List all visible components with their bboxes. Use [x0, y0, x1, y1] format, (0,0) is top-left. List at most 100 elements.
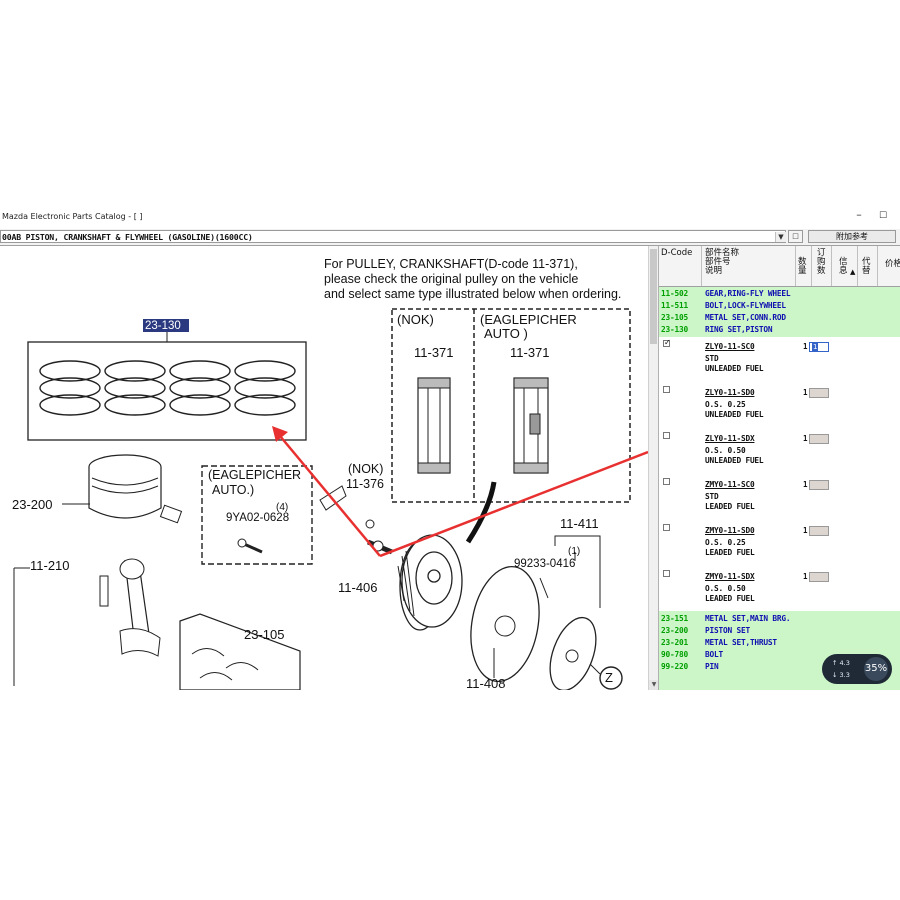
bolt-part-number[interactable]: 9YA02-0628	[226, 512, 290, 524]
order-qty-header: 订 购 数	[817, 248, 826, 276]
option-checkbox[interactable]	[663, 570, 670, 577]
related-parts-top	[659, 287, 900, 337]
ea-auto-label-2: AUTO.)	[212, 483, 255, 497]
option-checkbox[interactable]	[663, 386, 670, 393]
description-cell[interactable]: GEAR,RING-FLY WHEEL	[705, 289, 791, 298]
dcode-cell[interactable]: 90-780	[661, 650, 688, 659]
dcode-cell[interactable]: 23-200	[661, 626, 688, 635]
qty-value: 1	[803, 342, 808, 351]
part-number[interactable]: ZLY0-11-SD0	[705, 388, 755, 397]
bolt-qty: (4)	[276, 502, 289, 513]
info-header: 信 息	[839, 257, 848, 276]
nok-label: (NOK)	[397, 312, 434, 327]
prev-button[interactable]: □	[788, 230, 803, 243]
pin-part-number[interactable]: 99233-0416	[514, 558, 576, 570]
description-cell[interactable]: BOLT	[705, 650, 723, 659]
scrollbar-thumb[interactable]	[650, 249, 657, 344]
exploded-view-drawing	[13, 308, 648, 690]
flywheel-code[interactable]: 11-408	[466, 676, 506, 690]
option-spec: O.S. 0.50	[705, 584, 746, 593]
minimize-icon[interactable]: –	[856, 208, 862, 221]
description-cell[interactable]: PIN	[705, 662, 719, 671]
nok-376-label: (NOK)	[348, 462, 384, 476]
bearing-code[interactable]: 23-105	[244, 627, 285, 642]
qty-header: 数 量	[798, 257, 807, 276]
maximize-icon[interactable]: ☐	[878, 211, 888, 221]
option-checkbox[interactable]	[663, 478, 670, 485]
order-qty-input[interactable]	[809, 480, 829, 490]
dcode-cell[interactable]: 23-151	[661, 614, 688, 623]
part-number[interactable]: ZMY0-11-SDX	[705, 572, 755, 581]
dcode-cell[interactable]: 23-130	[661, 325, 688, 334]
order-qty-input[interactable]	[809, 526, 829, 536]
option-spec: STD	[705, 354, 719, 363]
ring-set-code[interactable]: 23-130	[145, 320, 181, 332]
qty-value: 1	[803, 480, 808, 489]
dcode-cell[interactable]: 11-502	[661, 289, 688, 298]
part-number[interactable]: ZLY0-11-SDX	[705, 434, 755, 443]
pulley-note-line-2: please check the original pulley on the …	[324, 272, 579, 286]
parts-diagram: For PULLEY, CRANKSHAFT(D-code 11-371), p…	[0, 246, 648, 690]
name-header: 部件名称 部件号 说明	[705, 248, 740, 276]
pulley-code-nok[interactable]: 11-371	[414, 345, 454, 360]
pulley-note-line-3: and select same type illustrated below w…	[324, 287, 622, 301]
ea-auto-label-1: (EAGLEPICHER	[208, 468, 302, 482]
chevron-down-icon[interactable]: ▼	[775, 232, 786, 242]
dcode-cell[interactable]: 23-105	[661, 313, 688, 322]
order-qty-input[interactable]	[809, 434, 829, 444]
order-qty-input[interactable]	[809, 572, 829, 582]
description-cell[interactable]: RING SET,PISTON	[705, 325, 773, 334]
option-checkbox[interactable]	[663, 432, 670, 439]
description-cell[interactable]: METAL SET,THRUST	[705, 638, 777, 647]
group-select-value: 00AB PISTON, CRANKSHAFT & FLYWHEEL (GASO…	[2, 232, 253, 242]
qty-value: 1	[803, 388, 808, 397]
dcode-header: D-Code	[661, 248, 693, 258]
scroll-down-icon[interactable]: ▼	[649, 680, 659, 690]
option-fuel: LEADED FUEL	[705, 548, 755, 557]
cpu-usage-indicator: 35%	[864, 657, 888, 681]
order-qty-input[interactable]: 1	[809, 342, 829, 352]
qty-value: 1	[803, 434, 808, 443]
upload-speed: ↑ 4.3	[832, 659, 850, 667]
description-cell[interactable]: PISTON SET	[705, 626, 750, 635]
piston-code[interactable]: 23-200	[12, 497, 53, 512]
toolbar: 00AB PISTON, CRANKSHAFT & FLYWHEEL (GASO…	[0, 229, 900, 246]
option-checkbox[interactable]: ✓	[663, 338, 671, 347]
parts-list-header: D-Code 部件名称 部件号 说明 数 量 订 购 数 信 息 ▲ 代 替 价…	[659, 246, 900, 287]
key-code[interactable]: 11-376	[346, 477, 384, 491]
qty-value: 1	[803, 526, 808, 535]
parts-list-panel: D-Code 部件名称 部件号 说明 数 量 订 购 数 信 息 ▲ 代 替 价…	[658, 246, 900, 690]
catalog-window: Mazda Electronic Parts Catalog - [ ] – ☐…	[0, 208, 900, 690]
window-title: Mazda Electronic Parts Catalog - [ ]	[2, 212, 143, 221]
info-sort-icon[interactable]: ▲	[850, 268, 856, 276]
part-number[interactable]: ZMY0-11-SC0	[705, 480, 755, 489]
description-cell[interactable]: METAL SET,MAIN BRG.	[705, 614, 791, 623]
option-spec: O.S. 0.50	[705, 446, 746, 455]
title-bar: Mazda Electronic Parts Catalog - [ ] – ☐	[0, 208, 900, 230]
part-number[interactable]: ZMY0-11-SD0	[705, 526, 755, 535]
ring-gear-code[interactable]: 11-411	[560, 516, 599, 531]
price-header: 价格	[885, 259, 900, 269]
option-spec: O.S. 0.25	[705, 400, 746, 409]
dcode-cell[interactable]: 99-220	[661, 662, 688, 671]
pin-qty: (1)	[568, 546, 581, 557]
dcode-cell[interactable]: 11-511	[661, 301, 688, 310]
dcode-cell[interactable]: 23-201	[661, 638, 688, 647]
part-number[interactable]: ZLY0-11-SC0	[705, 342, 755, 351]
bolt-code[interactable]: 11-406	[338, 580, 378, 595]
network-speed-widget[interactable]: ↑ 4.3 ↓ 3.3 35%	[822, 654, 892, 684]
option-fuel: LEADED FUEL	[705, 594, 755, 603]
description-cell[interactable]: BOLT,LOCK-FLYWHEEL	[705, 301, 786, 310]
description-cell[interactable]: METAL SET,CONN.ROD	[705, 313, 786, 322]
eaglepicher-auto-label: AUTO )	[484, 326, 528, 341]
pulley-note-line-1: For PULLEY, CRANKSHAFT(D-code 11-371),	[324, 257, 578, 271]
option-checkbox[interactable]	[663, 524, 670, 531]
diagram-scrollbar[interactable]: ▼	[648, 246, 659, 690]
conrod-code[interactable]: 11-210	[30, 558, 70, 573]
group-select[interactable]: 00AB PISTON, CRANKSHAFT & FLYWHEEL (GASO…	[0, 230, 786, 243]
pulley-code-eaglepicher[interactable]: 11-371	[510, 345, 550, 360]
additional-reference-button[interactable]: 附加参考	[808, 230, 896, 243]
option-spec: STD	[705, 492, 719, 501]
option-fuel: UNLEADED FUEL	[705, 410, 764, 419]
order-qty-input[interactable]	[809, 388, 829, 398]
